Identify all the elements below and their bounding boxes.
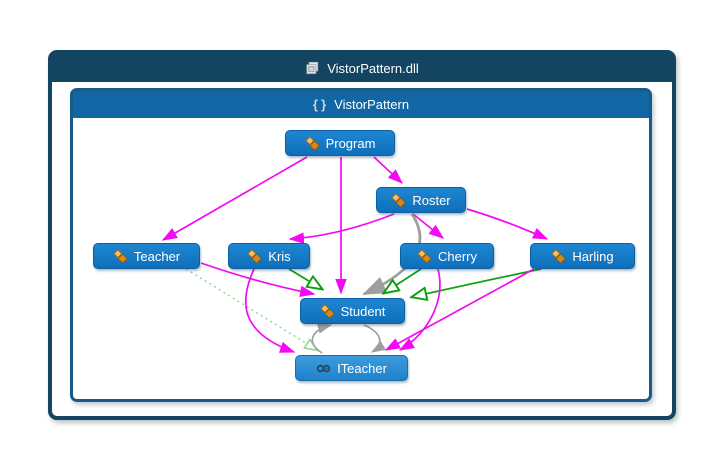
class-icon: [247, 248, 263, 264]
node-label: ITeacher: [337, 360, 387, 376]
node-label: Cherry: [437, 248, 477, 264]
class-icon: [551, 248, 567, 264]
edge-roster-harling[interactable]: [466, 208, 549, 240]
class-icon: [113, 248, 128, 264]
node-harling[interactable]: Harling: [530, 243, 635, 269]
node-label: Roster: [412, 192, 451, 208]
node-iteacher[interactable]: ITeacher: [295, 355, 408, 381]
namespace-group-header[interactable]: { } VistorPattern: [73, 91, 649, 118]
edge-roster-kris[interactable]: [288, 213, 395, 244]
edge-kris-iteacher[interactable]: [244, 268, 296, 353]
edge-iteacher-student[interactable]: [311, 323, 333, 354]
edge-teacher-iteacher[interactable]: [185, 268, 317, 350]
node-label: Program: [325, 135, 376, 151]
node-label: Student: [340, 303, 386, 319]
edge-teacher-student[interactable]: [200, 262, 316, 297]
edge-program-roster[interactable]: [373, 156, 403, 184]
class-icon: [391, 192, 407, 208]
namespace-icon: { }: [312, 97, 328, 112]
assembly-group-title: VistorPattern.dll: [327, 60, 419, 76]
node-cherry[interactable]: Cherry: [400, 243, 494, 269]
edge-cherry-iteacher[interactable]: [398, 268, 441, 351]
assembly-icon: [305, 61, 320, 76]
edge-kris-student[interactable]: [288, 268, 322, 289]
node-label: Kris: [268, 248, 291, 264]
node-label: Harling: [572, 248, 614, 264]
edge-roster-cherry[interactable]: [412, 213, 445, 239]
node-student[interactable]: Student: [300, 298, 405, 324]
class-icon: [304, 135, 320, 151]
node-teacher[interactable]: Teacher: [93, 243, 200, 269]
node-label: Teacher: [133, 248, 181, 264]
class-icon: [319, 303, 335, 319]
edge-student-iteacher[interactable]: [363, 324, 387, 353]
interface-icon: [316, 361, 331, 376]
node-program[interactable]: Program: [285, 130, 395, 156]
node-kris[interactable]: Kris: [228, 243, 310, 269]
edge-harling-iteacher[interactable]: [384, 268, 535, 351]
class-icon: [417, 248, 432, 264]
edge-harling-student[interactable]: [412, 268, 542, 297]
namespace-group-title: VistorPattern: [334, 97, 410, 112]
node-roster[interactable]: Roster: [376, 187, 466, 213]
edge-cherry-student[interactable]: [384, 268, 422, 293]
edge-program-teacher[interactable]: [161, 156, 308, 241]
assembly-group-header[interactable]: VistorPattern.dll: [52, 54, 672, 82]
